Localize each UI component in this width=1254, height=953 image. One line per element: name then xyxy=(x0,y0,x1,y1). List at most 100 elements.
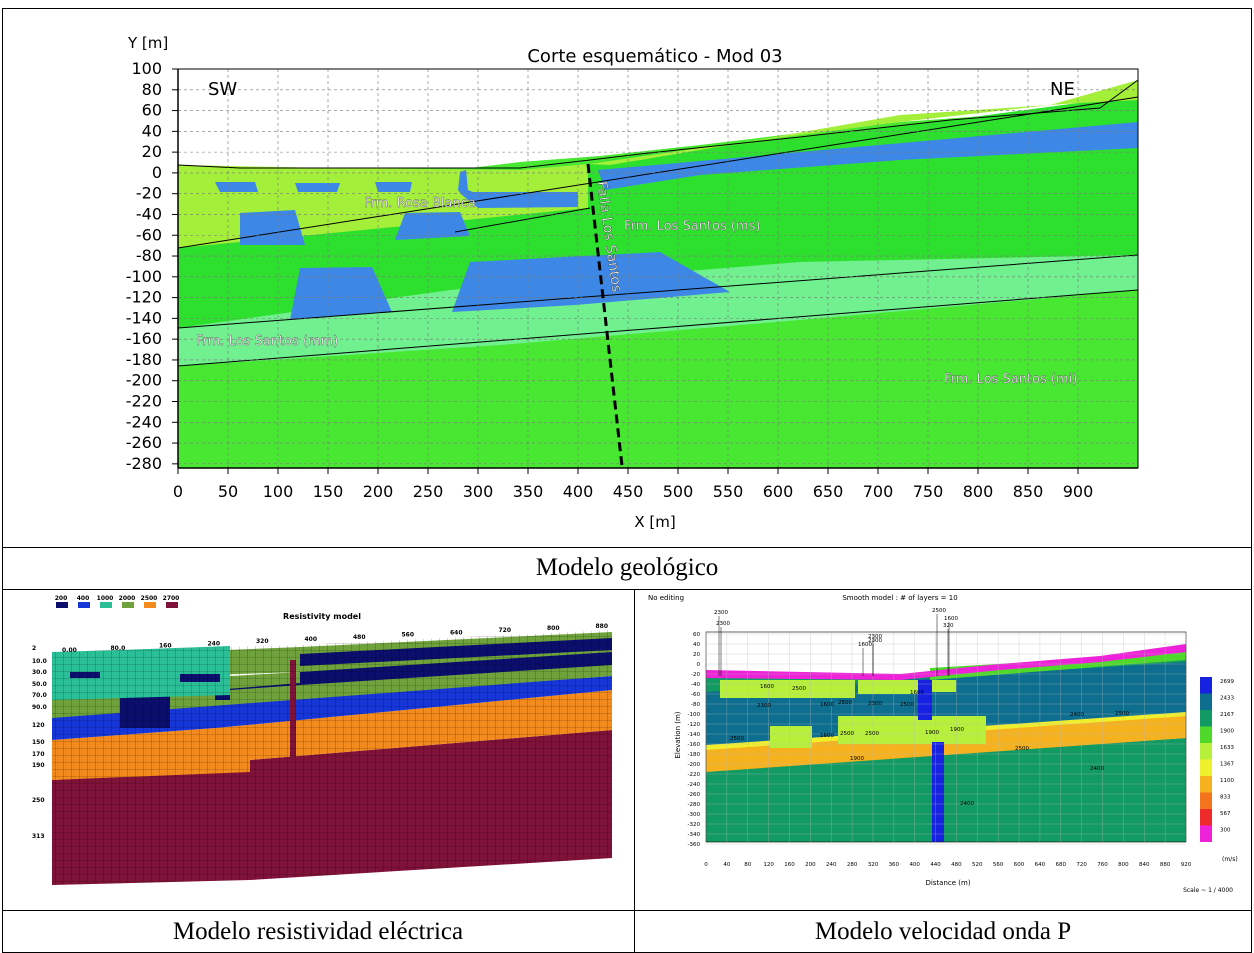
vel-x-tick: 920 xyxy=(1181,862,1192,868)
caption-geologic: Modelo geológico xyxy=(535,554,719,581)
colorbar-label: 567 xyxy=(1220,811,1231,817)
legend-label: 400 xyxy=(77,595,90,602)
res-y-tick: 2 xyxy=(32,645,36,652)
y-tick-label: 60 xyxy=(142,101,162,120)
legend-swatch xyxy=(78,602,90,608)
vel-x-tick: 840 xyxy=(1139,862,1150,868)
x-tick-label: 150 xyxy=(313,482,344,501)
vel-y-tick: -140 xyxy=(688,732,701,738)
fault-line xyxy=(586,163,624,467)
zone-label: 2500 xyxy=(1015,746,1029,752)
velocity-status: No editing xyxy=(648,594,684,602)
res-y-tick: 70.0 xyxy=(32,692,47,699)
vel-x-tick: 520 xyxy=(972,862,983,868)
res-x-tick: 640 xyxy=(450,629,463,636)
direction-sw: SW xyxy=(208,79,237,100)
x-tick-label: 300 xyxy=(463,482,494,501)
vel-x-tick: 760 xyxy=(1097,862,1108,868)
colorbar-label: 1900 xyxy=(1220,729,1234,735)
x-tick-label: 750 xyxy=(913,482,944,501)
zone-label: 2400 xyxy=(960,801,974,807)
x-axis-label: X [m] xyxy=(634,513,675,531)
source-label: 2300 xyxy=(716,621,730,627)
vel-y-tick: -100 xyxy=(688,712,701,718)
formation-ne-top xyxy=(588,80,1138,165)
vel-y-tick: -40 xyxy=(691,682,700,688)
res-y-tick: 50.0 xyxy=(32,681,47,688)
y-tick-label: -180 xyxy=(126,350,162,369)
source-label: 2300 xyxy=(868,634,882,640)
zone-label: 1900 xyxy=(850,756,864,762)
legend-swatch xyxy=(122,602,134,608)
geologic-grid xyxy=(177,68,1138,468)
zone-label: 1900 xyxy=(950,727,964,733)
source-label: 2300 xyxy=(868,638,882,644)
y-tick-label: 80 xyxy=(142,80,162,99)
vel-x-tick: 200 xyxy=(805,862,816,868)
label-rosa-blanca: Frm. Rosa Blanca xyxy=(364,196,476,211)
y-tick-label: -160 xyxy=(126,329,162,348)
y-axis-label: Y [m] xyxy=(127,34,168,52)
zone-label: 2500 xyxy=(838,700,852,706)
colorbar-label: 833 xyxy=(1220,795,1231,801)
colorbar-label: 2167 xyxy=(1220,712,1234,718)
legend-label: 2700 xyxy=(163,595,180,602)
res-y-tick: 120 xyxy=(32,722,45,729)
x-tick-label: 600 xyxy=(763,482,794,501)
zone-label: 1600 xyxy=(820,733,834,739)
zone-label: 2500 xyxy=(792,686,806,692)
vel-x-tick: 560 xyxy=(993,862,1004,868)
vel-x-tick: 400 xyxy=(909,862,920,868)
x-tick-label: 0 xyxy=(173,482,183,501)
y-tick-label: 20 xyxy=(142,142,162,161)
source-label: 320 xyxy=(943,623,954,629)
velocity-scale: Scale ~ 1 / 4000 xyxy=(1183,887,1233,894)
res-y-tick: 90.0 xyxy=(32,704,47,711)
vel-y-tick: -20 xyxy=(691,672,700,678)
legend-swatch xyxy=(166,602,178,608)
res-y-tick: 10.0 xyxy=(32,658,47,665)
velocity-unit: (m/s) xyxy=(1222,856,1238,863)
vel-x-tick: 440 xyxy=(930,862,941,868)
x-tick-label: 850 xyxy=(1013,482,1044,501)
colorbar-label: 2699 xyxy=(1220,679,1234,685)
x-tick-label: 900 xyxy=(1063,482,1094,501)
y-tick-label: -220 xyxy=(126,392,162,411)
label-mi: Frm. Los Santos (mi) xyxy=(944,372,1077,387)
y-tick-label: -60 xyxy=(136,225,162,244)
vel-x-tick: 80 xyxy=(744,862,751,868)
velocity-title: Smooth model : # of layers = 10 xyxy=(842,594,957,602)
x-tick-label: 700 xyxy=(863,482,894,501)
y-tick-label: -100 xyxy=(126,267,162,286)
vel-x-tick: 40 xyxy=(723,862,730,868)
colorbar-swatch xyxy=(1200,809,1212,826)
colorbar-swatch xyxy=(1200,743,1212,760)
colorbar-swatch xyxy=(1200,677,1212,694)
vel-y-tick: 0 xyxy=(697,662,701,668)
vel-x-tick: 320 xyxy=(868,862,879,868)
velocity-model: No editing Smooth model : # of layers = … xyxy=(648,594,1238,894)
y-tick-label: -80 xyxy=(136,246,162,265)
source-label: 1600 xyxy=(858,642,872,648)
colorbar-swatch xyxy=(1200,776,1212,793)
x-tick-label: 550 xyxy=(713,482,744,501)
colorbar-label: 300 xyxy=(1220,828,1231,834)
vel-y-tick: -300 xyxy=(688,812,701,818)
res-y-tick: 30.0 xyxy=(32,669,47,676)
zone-label: 2500 xyxy=(840,731,854,737)
colorbar-label: 1100 xyxy=(1220,778,1234,784)
res-y-tick: 190 xyxy=(32,762,45,769)
colorbar-swatch xyxy=(1200,759,1212,776)
colorbar-label: 1367 xyxy=(1220,762,1234,768)
vel-y-tick: -120 xyxy=(688,722,701,728)
vel-x-tick: 880 xyxy=(1160,862,1171,868)
x-tick-label: 450 xyxy=(613,482,644,501)
vel-y-tick: -260 xyxy=(688,792,701,798)
vel-x-tick: 600 xyxy=(1014,862,1025,868)
y-tick-label: -260 xyxy=(126,433,162,452)
vel-y-tick: -180 xyxy=(688,752,701,758)
label-ms: Frm. Los Santos (ms) xyxy=(624,219,760,234)
limestone-lenses xyxy=(215,122,1138,320)
vel-y-tick: 20 xyxy=(693,652,700,658)
